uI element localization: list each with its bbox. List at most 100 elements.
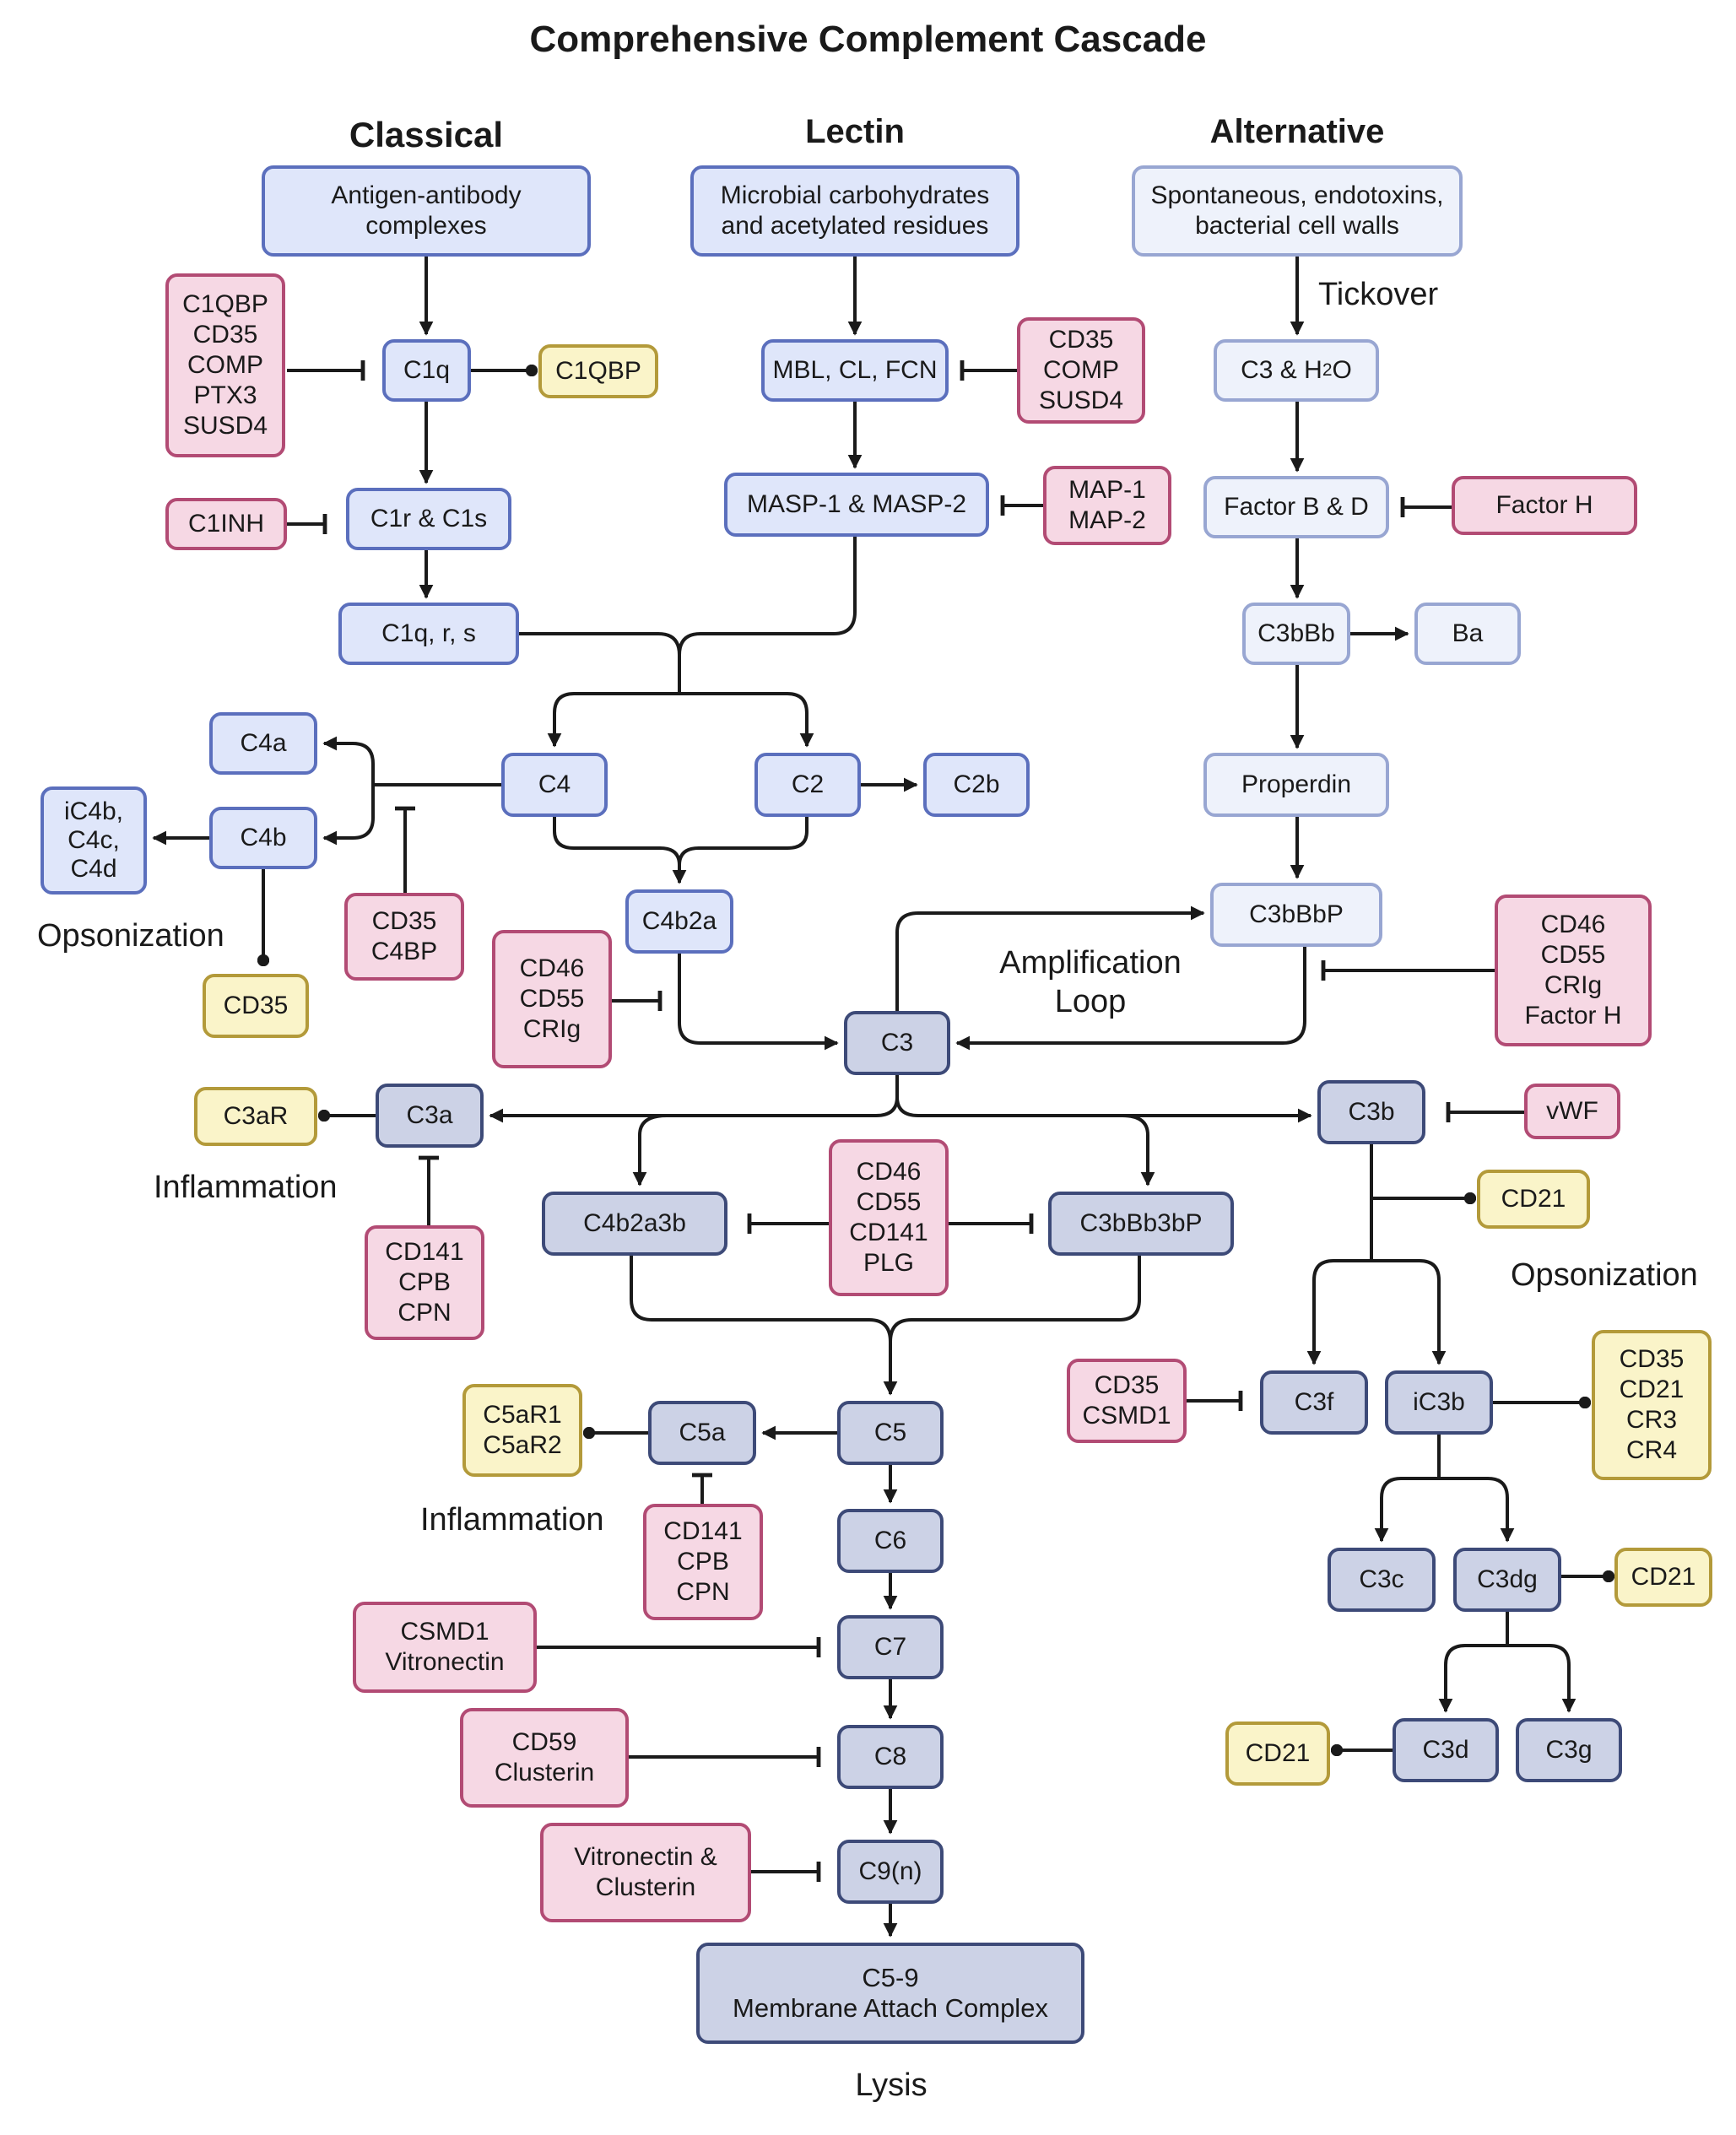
membrane-attack-complex-box: C5-9 Membrane Attach Complex: [696, 1943, 1084, 2044]
edge-c3b-ic3b: [1371, 1259, 1447, 1365]
cd21-box-c3b: CD21: [1477, 1170, 1590, 1229]
edge-c3-stem: [895, 1075, 1312, 1123]
c9n-box: C9(n): [837, 1840, 944, 1904]
edge-c3-c3a: [489, 1096, 899, 1123]
pathway-alternative-header: Alternative: [1209, 113, 1385, 150]
c5ar1-c5ar2-box: C5aR1 C5aR2: [462, 1384, 582, 1477]
cd35-cd21-cr3-cr4-box: CD35 CD21 CR3 CR4: [1592, 1330, 1712, 1480]
c3d-box: C3d: [1393, 1718, 1499, 1782]
edge-c3b-c3f: [1306, 1259, 1371, 1365]
cd35-csmd1-box: CD35 CSMD1: [1067, 1359, 1187, 1443]
factor-b-d-box: Factor B & D: [1203, 476, 1389, 538]
edge-c3bbbp-c3: [955, 947, 1306, 1051]
c3bbb3bp-box: C3bBb3bP: [1048, 1192, 1234, 1256]
map-box: MAP-1 MAP-2: [1043, 466, 1171, 545]
cd46-cd55-cd141-plg-box: CD46 CD55 CD141 PLG: [829, 1139, 949, 1296]
c3-h2o-suffix: O: [1332, 356, 1352, 384]
csmd1-vitronectin-box: CSMD1 Vitronectin: [353, 1602, 537, 1693]
edge-c4-c4b2a: [553, 817, 687, 884]
cd35-receptor-box: CD35: [203, 974, 309, 1038]
edge-c3-c4b2a3b: [632, 1114, 668, 1186]
pathway-classical-header: Classical: [349, 115, 504, 154]
c4-box: C4: [501, 753, 608, 817]
lysis-label: Lysis: [855, 2067, 927, 2103]
c3a-box: C3a: [376, 1084, 484, 1148]
cd46-cd55-crig-factorh-box: CD46 CD55 CRIg Factor H: [1495, 895, 1652, 1046]
c3b-box: C3b: [1317, 1080, 1425, 1144]
cd59-clusterin-box: CD59 Clusterin: [460, 1708, 629, 1808]
c3c-box: C3c: [1328, 1548, 1436, 1612]
ba-box: Ba: [1414, 603, 1521, 665]
c1r-c1s-box: C1r & C1s: [346, 488, 511, 550]
c1q-inhibitors-box: C1QBP CD35 COMP PTX3 SUSD4: [165, 273, 285, 457]
factor-h-box: Factor H: [1452, 476, 1637, 535]
c5-box: C5: [837, 1401, 944, 1465]
spontaneous-triggers-box: Spontaneous, endotoxins, bacterial cell …: [1132, 165, 1463, 257]
edge-masp-merge: [678, 537, 857, 656]
edge-c3dg-c3d: [1438, 1644, 1507, 1713]
cd35-c4bp-box: CD35 C4BP: [344, 893, 464, 981]
edge-c4b2a3b-c5: [630, 1256, 898, 1396]
edge-c3dg-c3g: [1507, 1644, 1576, 1713]
c3bbb-box: C3bBb: [1242, 603, 1350, 665]
c3f-box: C3f: [1260, 1370, 1368, 1435]
c3-box: C3: [844, 1011, 950, 1075]
edge-split-c2: [679, 692, 814, 748]
edge-c3-c3bbb3bp: [1122, 1114, 1155, 1186]
mbl-cl-fcn-box: MBL, CL, FCN: [761, 339, 949, 402]
masp-box: MASP-1 & MASP-2: [724, 473, 989, 537]
c3bbbp-box: C3bBbP: [1210, 883, 1382, 947]
c3dg-box: C3dg: [1453, 1548, 1561, 1612]
c8-box: C8: [837, 1725, 944, 1789]
edge-c3bbb3bp-c5: [889, 1256, 1141, 1343]
c6-box: C6: [837, 1509, 944, 1573]
microbial-carbohydrates-box: Microbial carbohydrates and acetylated r…: [690, 165, 1019, 257]
cd21-box-c3dg: CD21: [1614, 1548, 1712, 1607]
c1qbp-receptor-box: C1QBP: [538, 344, 658, 398]
cd141-cpb-cpn-box-c3a: CD141 CPB CPN: [365, 1225, 484, 1340]
tickover-label: Tickover: [1318, 277, 1439, 312]
c4b2a3b-box: C4b2a3b: [542, 1192, 727, 1256]
inflammation-label-c5a: Inflammation: [420, 1502, 604, 1538]
cd35-comp-susd4-box: CD35 COMP SUSD4: [1017, 317, 1145, 424]
c2b-box: C2b: [923, 753, 1030, 817]
vitronectin-clusterin-box: Vitronectin & Clusterin: [540, 1823, 751, 1922]
c1inh-box: C1INH: [165, 498, 287, 550]
c3ar-box: C3aR: [194, 1087, 317, 1146]
c3g-box: C3g: [1516, 1718, 1622, 1782]
diagram-title: Comprehensive Complement Cascade: [529, 19, 1207, 60]
c4b2a-box: C4b2a: [625, 889, 733, 954]
edge-ic3b-c3c: [1374, 1477, 1439, 1543]
cd21-box-c3d: CD21: [1225, 1722, 1330, 1786]
c5a-box: C5a: [648, 1401, 756, 1465]
edge-split-c4: [547, 692, 679, 748]
inflammation-label-c3a: Inflammation: [154, 1170, 338, 1205]
c3-h2o-subscript: 2: [1322, 360, 1333, 380]
amplification-loop-label: Amplification Loop: [999, 945, 1182, 1019]
edge-c1qrs-merge: [519, 632, 681, 694]
pathway-lectin-header: Lectin: [805, 113, 905, 150]
c1q-box: C1q: [382, 339, 471, 402]
edge-c4-c4b: [322, 785, 375, 846]
c2-box: C2: [754, 753, 861, 817]
opsonization-left-label: Opsonization: [37, 918, 224, 954]
c7-box: C7: [837, 1615, 944, 1679]
c4a-box: C4a: [209, 712, 317, 775]
edge-c4b2a-c3: [678, 954, 839, 1051]
c4b-box: C4b: [209, 807, 317, 869]
cd46-cd55-crig-box: CD46 CD55 CRIg: [492, 930, 612, 1068]
edge-c3-loop: [895, 905, 1205, 1011]
edge-c4-c4a: [322, 736, 375, 785]
antigen-antibody-complexes-box: Antigen-antibody complexes: [262, 165, 591, 257]
vwf-box: vWF: [1524, 1084, 1620, 1139]
ic4b-c4c-c4d-box: iC4b, C4c, C4d: [41, 786, 147, 895]
edge-c2-c4b2a: [678, 817, 809, 866]
c1qrs-box: C1q, r, s: [338, 603, 519, 665]
cd141-cpb-cpn-box-c5a: CD141 CPB CPN: [643, 1504, 763, 1620]
c3-h2o-prefix: C3 & H: [1241, 356, 1322, 384]
edge-ic3b-c3dg: [1439, 1477, 1515, 1543]
opsonization-right-label: Opsonization: [1511, 1257, 1698, 1293]
properdin-box: Properdin: [1203, 753, 1389, 817]
